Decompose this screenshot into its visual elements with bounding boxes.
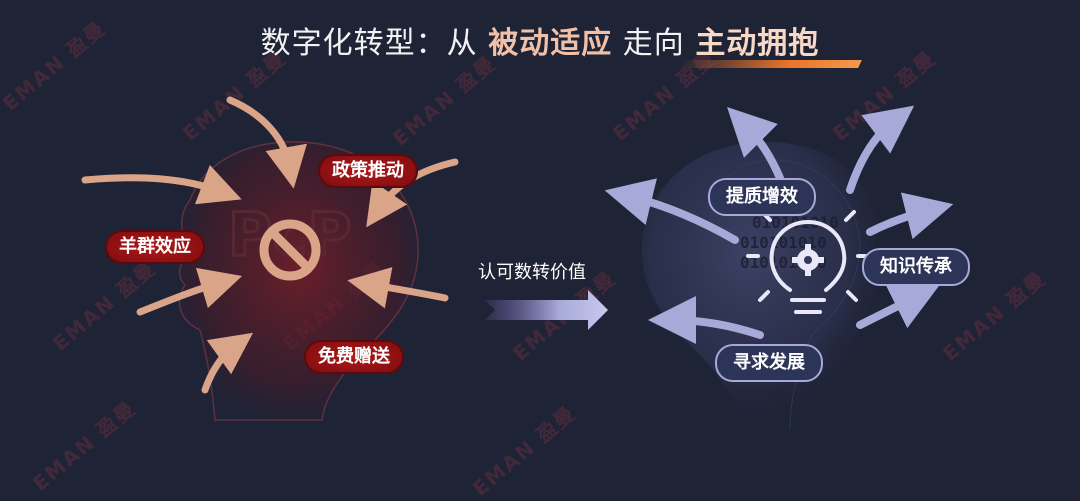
arrow-upper-left [81, 164, 242, 205]
center-transition-arrow [485, 290, 608, 330]
title-prefix: 数字化转型：从 [260, 26, 478, 61]
arrow-lower-left [648, 296, 764, 345]
title-middle: 走向 [622, 26, 685, 61]
gear-icon [792, 244, 824, 276]
arrow-left [604, 178, 739, 244]
label-quality-efficiency: 提质增效 [708, 178, 816, 216]
prohibit-icon [259, 219, 321, 281]
arrow-top [226, 96, 307, 189]
center-label: 认可数转价值 [478, 262, 586, 283]
arrow-lower-left [136, 267, 243, 316]
left-faded-letters: PcP [228, 200, 352, 270]
arrow-up-left [727, 107, 784, 182]
label-herd-effect: 羊群效应 [105, 230, 205, 264]
label-policy: 政策推动 [318, 154, 418, 188]
page-title: 数字化转型：从 被动适应 走向 主动拥抱 [0, 18, 1080, 62]
right-head-silhouette [641, 141, 881, 420]
slide: EMAN 盈曼 EMAN 盈曼 EMAN 盈曼 EMAN 盈曼 EMAN 盈曼 … [0, 16, 1080, 501]
arrow-lower-right [347, 267, 449, 309]
outward-arrows [604, 105, 954, 345]
binary-row-2: 010101010 [740, 233, 827, 252]
title-highlight-passive: 被动适应 [488, 26, 613, 61]
label-knowledge-inheritance: 知识传承 [862, 248, 970, 286]
title-highlight-active: 主动拥抱 [695, 26, 820, 61]
label-seek-development: 寻求发展 [715, 344, 823, 382]
arrow-bottom [201, 332, 254, 394]
arrow-right [866, 192, 954, 240]
arrow-lower-right [856, 285, 940, 329]
arrow-up-right [846, 105, 915, 194]
label-free-gift: 免费赠送 [304, 340, 404, 374]
